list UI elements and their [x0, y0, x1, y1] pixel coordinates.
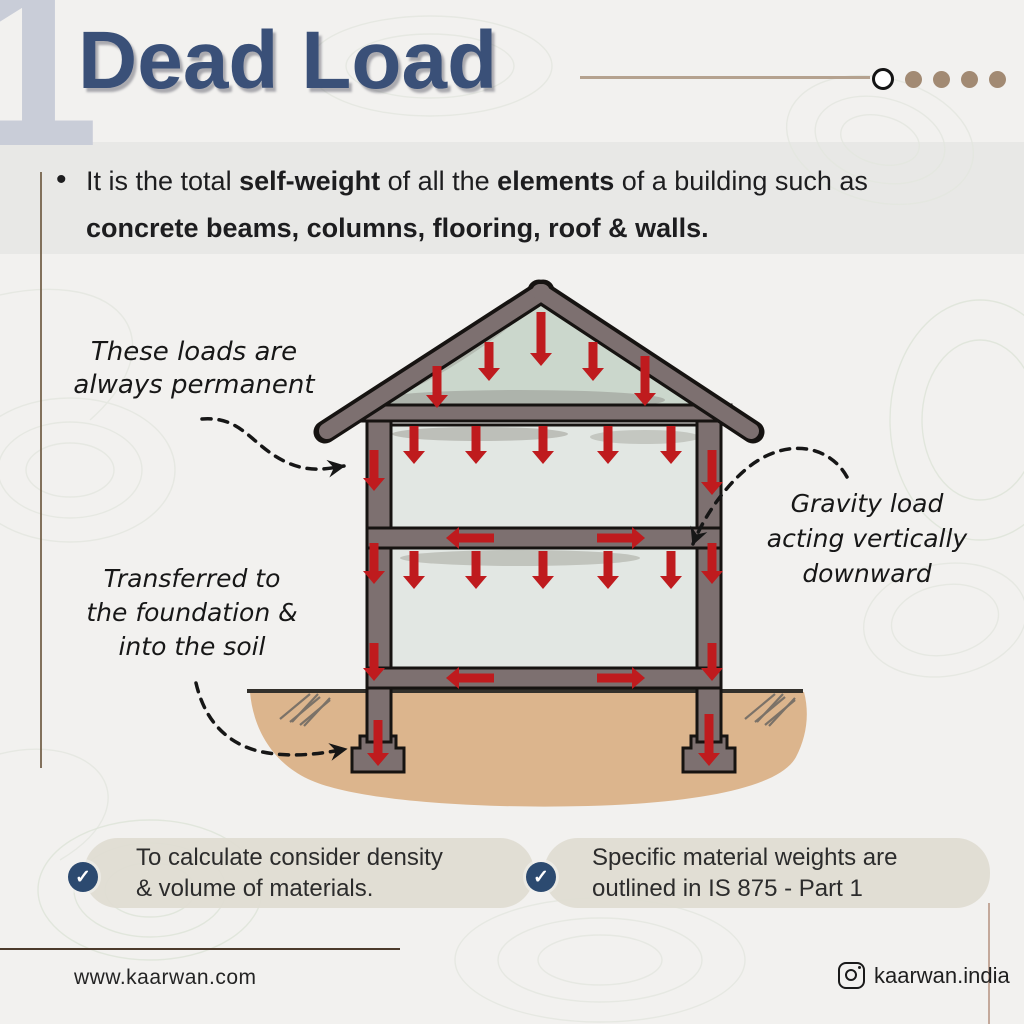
- fact-pill-is875: Specific material weights are outlined i…: [544, 838, 990, 908]
- annotation-foundation: Transferred to the foundation & into the…: [86, 564, 298, 661]
- footer-rule: [0, 948, 400, 950]
- website-link[interactable]: www.kaarwan.com: [74, 966, 257, 989]
- progress-dots: [872, 68, 1006, 90]
- title-rule: [580, 76, 870, 79]
- check-icon: ✓: [526, 862, 556, 892]
- definition-line-1: It is the total self-weight of all the e…: [86, 166, 868, 196]
- check-icon: ✓: [68, 862, 98, 892]
- left-accent-line: [40, 172, 42, 768]
- progress-ring-active: [872, 68, 894, 90]
- annotation-permanent: These loads are always permanent: [73, 337, 315, 400]
- definition-line-2: concrete beams, columns, flooring, roof …: [86, 213, 709, 243]
- fact-pill-density: To calculate consider density & volume o…: [84, 838, 534, 908]
- page-title: Dead Load: [78, 15, 498, 106]
- progress-dot: [989, 70, 1006, 88]
- definition-text: • It is the total self-weight of all the…: [56, 158, 1006, 252]
- annotation-gravity: Gravity load acting vertically downward: [766, 489, 968, 588]
- right-accent-line: [988, 903, 990, 1024]
- progress-dot: [961, 70, 978, 88]
- progress-dot: [933, 70, 950, 88]
- definition-paragraph: It is the total self-weight of all the e…: [86, 158, 868, 252]
- slide-number: 1: [0, 0, 100, 196]
- progress-dot: [905, 70, 922, 88]
- bullet-icon: •: [56, 163, 67, 196]
- instagram-handle-link[interactable]: kaarwan.india: [838, 962, 1010, 989]
- instagram-handle-label: kaarwan.india: [874, 962, 1010, 988]
- definition-band: [0, 142, 1024, 254]
- instagram-icon: [838, 962, 865, 989]
